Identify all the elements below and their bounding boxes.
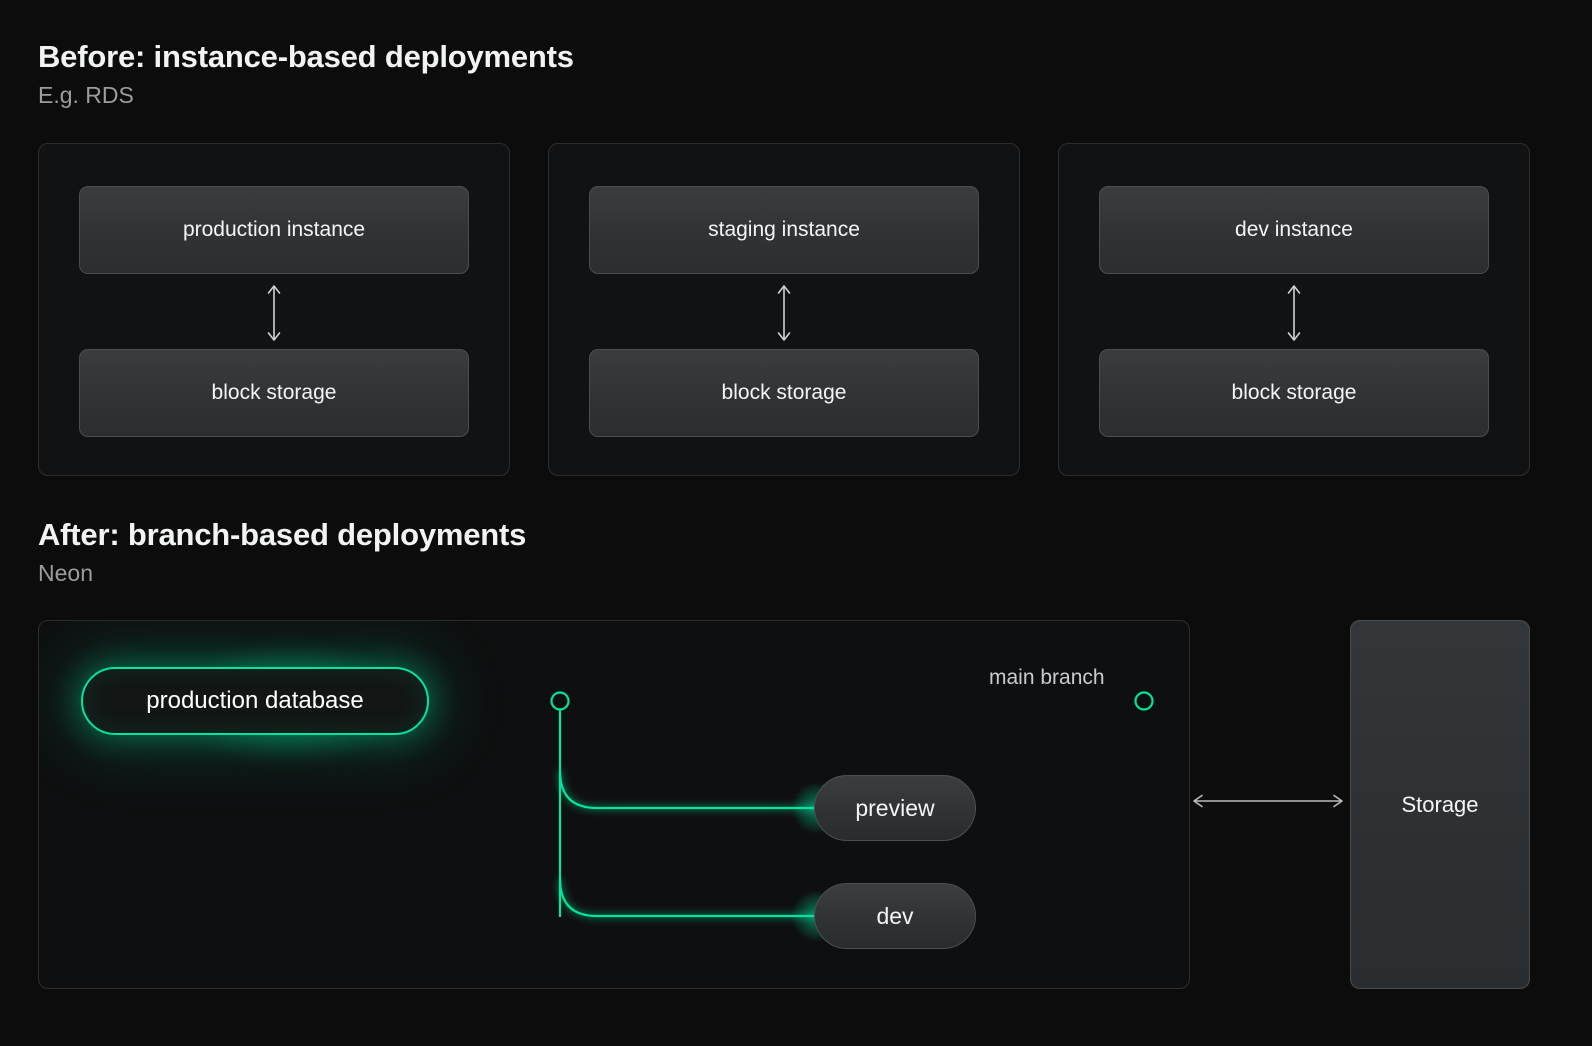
before-section-title: Before: instance-based deployments	[38, 39, 574, 74]
branch-node-preview[interactable]: preview	[814, 775, 976, 841]
before-section-subtitle: E.g. RDS	[38, 82, 134, 109]
instance-card-production: production instance block storage	[38, 143, 510, 476]
before-cards-row: production instance block storage stagin…	[38, 143, 1530, 476]
before-section-header: Before: instance-based deployments E.g. …	[38, 39, 574, 109]
instance-card-staging: staging instance block storage	[548, 143, 1020, 476]
block-storage-box: block storage	[79, 349, 469, 437]
block-storage-box: block storage	[589, 349, 979, 437]
bidirectional-arrow-icon	[777, 285, 791, 341]
after-section-title: After: branch-based deployments	[38, 517, 527, 552]
instance-box: staging instance	[589, 186, 979, 274]
branch-node-dev[interactable]: dev	[814, 883, 976, 949]
main-branch-label: main branch	[989, 666, 1105, 689]
production-database-node[interactable]: production database	[81, 667, 429, 735]
storage-bidirectional-arrow-icon	[1193, 794, 1343, 808]
storage-box: Storage	[1350, 620, 1530, 989]
bidirectional-arrow-icon	[267, 285, 281, 341]
instance-box: dev instance	[1099, 186, 1489, 274]
after-section-header: After: branch-based deployments Neon	[38, 517, 527, 587]
after-section-subtitle: Neon	[38, 560, 93, 587]
bidirectional-arrow-icon	[1287, 285, 1301, 341]
instance-box: production instance	[79, 186, 469, 274]
branch-diagram-panel: production database main branch preview …	[38, 620, 1190, 989]
block-storage-box: block storage	[1099, 349, 1489, 437]
instance-card-dev: dev instance block storage	[1058, 143, 1530, 476]
